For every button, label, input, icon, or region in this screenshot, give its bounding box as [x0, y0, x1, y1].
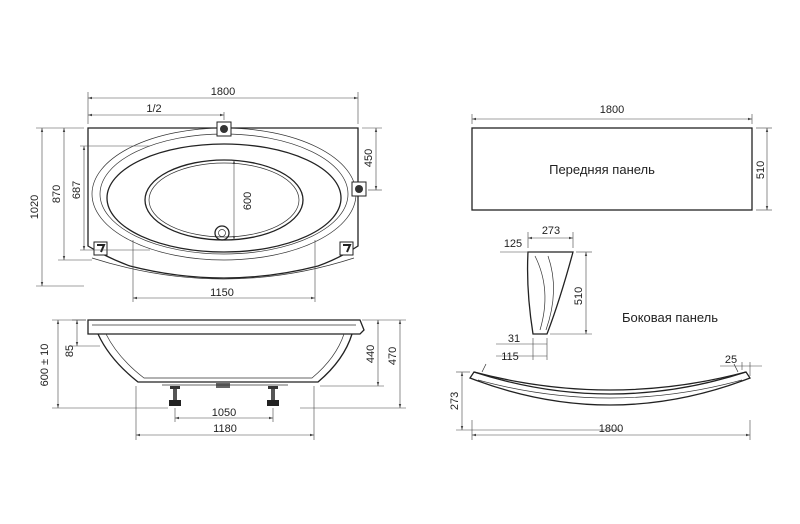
- feet: [162, 383, 288, 406]
- depth-a-label: 440: [365, 345, 377, 363]
- height-total-label: 1020: [29, 195, 41, 219]
- front-panel-title: Передняя панель: [549, 162, 655, 177]
- side-view: 85 600 ± 10 440 470 1050 1180: [39, 319, 406, 440]
- drain-icon: [214, 225, 230, 241]
- front-panel: Передняя панель 1800 510: [471, 104, 772, 211]
- handle-right-icon: [339, 241, 354, 256]
- feet-span-label: 1050: [212, 407, 236, 419]
- front-panel-width-label: 1800: [600, 104, 624, 116]
- bowl-length-label: 687: [71, 181, 83, 199]
- curved-panel-height-label: 273: [449, 392, 461, 410]
- side-panel-height-label: 510: [573, 287, 585, 305]
- bowl-depth-label: 600: [242, 192, 254, 210]
- side-panel: 273 125 510 31 115 Боковая панель: [496, 225, 718, 363]
- top-width-label: 1800: [211, 86, 235, 98]
- depth-b-label: 470: [387, 347, 399, 365]
- half-label: 1/2: [146, 103, 161, 115]
- handle-left-icon: [93, 241, 108, 256]
- side-panel-top-offset-label: 125: [504, 238, 522, 250]
- front-panel-height-label: 510: [755, 161, 767, 179]
- side-panel-bottom-b-label: 115: [501, 351, 519, 363]
- height-inner-label: 870: [51, 185, 63, 203]
- overall-height-label: 600 ± 10: [39, 344, 51, 387]
- side-panel-bottom-a-label: 31: [508, 333, 520, 345]
- side-panel-top-width-label: 273: [542, 225, 560, 237]
- base-span-label: 1180: [213, 423, 237, 435]
- curved-panel: 273 1800 25: [449, 354, 762, 440]
- curved-panel-width-label: 1800: [599, 423, 623, 435]
- top-view: 1800 1/2 1020 870 687 600 450 1150: [29, 86, 382, 302]
- curved-panel-edge-label: 25: [725, 354, 737, 366]
- side-panel-title: Боковая панель: [622, 310, 718, 325]
- rim-height-label: 85: [64, 345, 76, 357]
- bottom-length-label: 1150: [210, 287, 234, 299]
- side-offset-label: 450: [363, 149, 375, 167]
